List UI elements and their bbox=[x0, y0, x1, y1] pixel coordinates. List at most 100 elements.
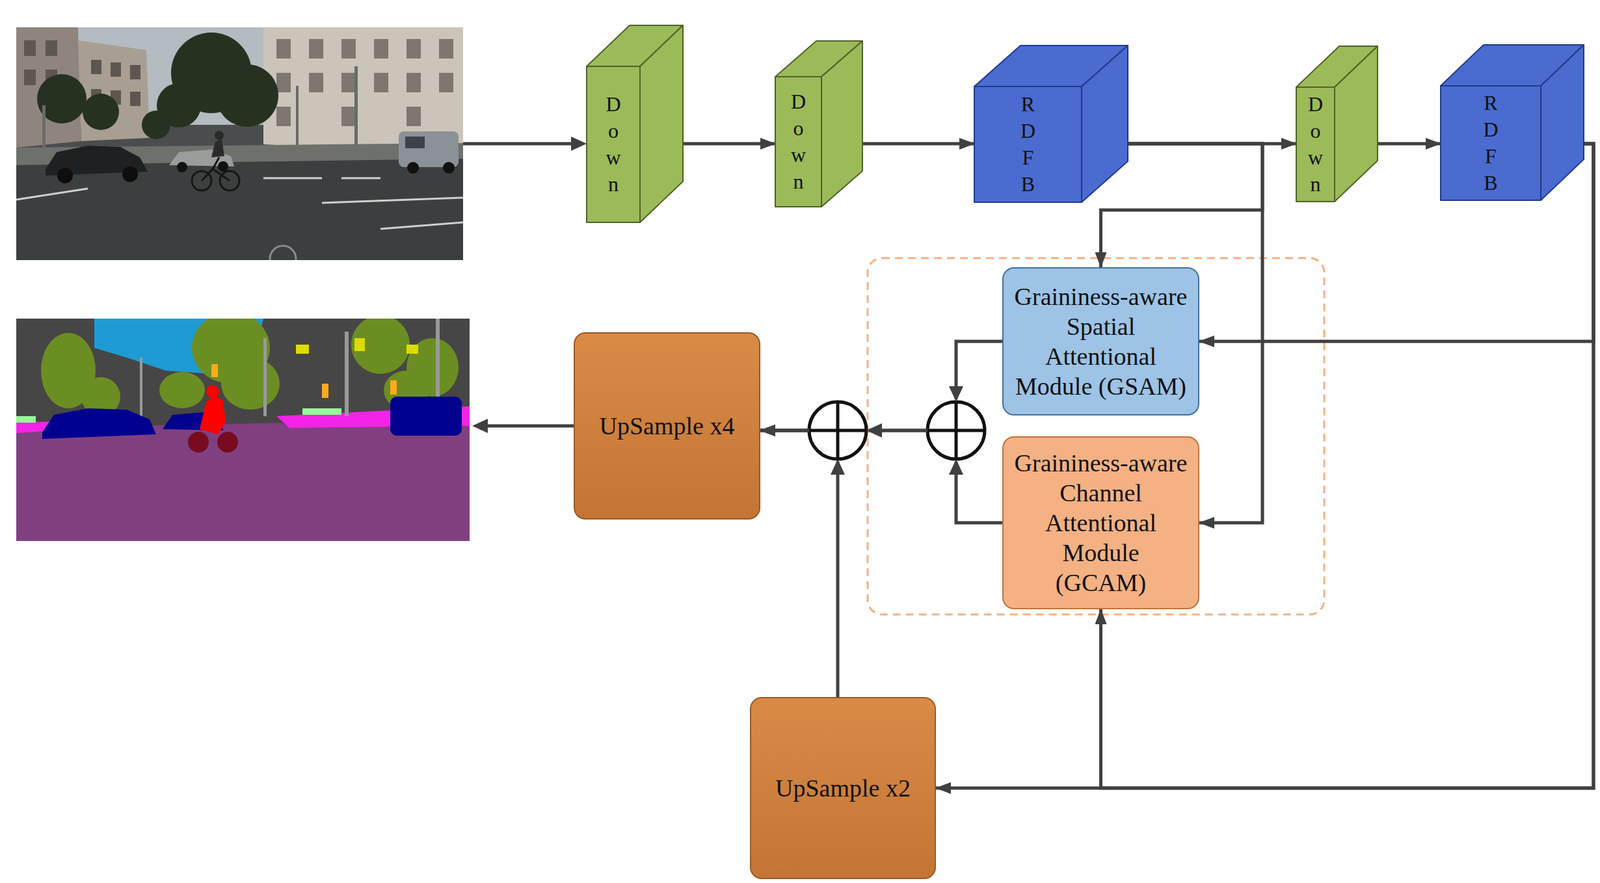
segmentation-map bbox=[321, 383, 329, 399]
input-photo bbox=[176, 161, 188, 173]
segmentation-map bbox=[217, 431, 239, 453]
block-face: Down bbox=[586, 66, 640, 223]
input-photo bbox=[16, 27, 464, 272]
arrow-connector bbox=[935, 143, 1594, 789]
cube-face bbox=[775, 76, 822, 207]
input-photo bbox=[16, 188, 88, 200]
input-photo bbox=[42, 66, 358, 158]
segmentation-map bbox=[390, 396, 462, 436]
sum-symbol bbox=[927, 401, 985, 460]
input-photo bbox=[215, 64, 279, 127]
down-block: Down bbox=[1296, 46, 1378, 202]
input-photo bbox=[308, 72, 324, 93]
input-photo bbox=[341, 106, 356, 127]
sum-symbol bbox=[954, 401, 959, 460]
input-photo bbox=[354, 66, 358, 151]
segmentation-map bbox=[263, 338, 267, 417]
cube-shape bbox=[775, 40, 863, 207]
input-photo bbox=[16, 27, 464, 261]
cube-shape bbox=[1440, 44, 1584, 201]
block-label: Down bbox=[788, 88, 810, 196]
input-photo bbox=[214, 130, 224, 140]
arrow-connector bbox=[760, 430, 1003, 523]
input-photo bbox=[295, 85, 299, 151]
down-block: Down bbox=[775, 40, 863, 207]
input-arrow bbox=[571, 136, 587, 151]
segmentation-map bbox=[187, 431, 239, 453]
input-photo bbox=[398, 131, 459, 168]
input-photo bbox=[308, 39, 324, 59]
input-photo bbox=[122, 166, 138, 183]
output-arrow bbox=[472, 418, 574, 434]
arrow-connector bbox=[862, 142, 975, 146]
block-face: RDFB bbox=[974, 86, 1082, 203]
input-photo bbox=[263, 177, 322, 180]
segmentation-map bbox=[187, 431, 209, 453]
cube-face bbox=[640, 25, 683, 223]
input-arrow bbox=[463, 142, 575, 146]
input-photo bbox=[57, 167, 73, 184]
module-label: Graininess-aware Spatial Attentional Mod… bbox=[1013, 281, 1188, 402]
cube-face bbox=[974, 86, 1082, 203]
sum-symbol bbox=[836, 401, 840, 460]
segmentation-map bbox=[211, 364, 397, 399]
segmentation-map bbox=[302, 408, 342, 415]
segmentation-map bbox=[211, 364, 218, 378]
input-photo bbox=[217, 161, 229, 172]
input-photo bbox=[16, 27, 464, 261]
input-photo bbox=[373, 72, 389, 93]
group-frame bbox=[867, 258, 1325, 615]
input-photo bbox=[78, 40, 150, 142]
input-photo bbox=[269, 245, 296, 261]
input-photo bbox=[24, 69, 36, 86]
segmentation-map bbox=[139, 357, 143, 417]
cube-face bbox=[1440, 85, 1541, 201]
rdfb-block: RDFB bbox=[1440, 44, 1584, 201]
block-label: RDFB bbox=[1480, 89, 1502, 197]
output-arrow bbox=[472, 418, 488, 434]
input-photo bbox=[276, 39, 454, 127]
input-photo bbox=[201, 157, 230, 181]
segmentation-map bbox=[354, 338, 365, 352]
cube-face bbox=[1296, 87, 1335, 202]
segmentation-map bbox=[159, 372, 205, 409]
connector-group bbox=[682, 143, 1594, 789]
arrow-connector bbox=[682, 142, 776, 146]
block-face: Down bbox=[1296, 87, 1335, 202]
cube-face bbox=[586, 66, 640, 223]
input-photo bbox=[276, 72, 291, 93]
segmentation-map bbox=[42, 408, 157, 440]
segmentation-map bbox=[16, 312, 470, 542]
down-block: Down bbox=[586, 25, 683, 223]
channel-attention-module: Graininess-aware Channel Attentional Mod… bbox=[1002, 436, 1200, 610]
input-photo bbox=[191, 157, 240, 191]
spatial-attention-module: Graininess-aware Spatial Attentional Mod… bbox=[1002, 267, 1200, 416]
input-photo bbox=[406, 39, 421, 59]
input-photo bbox=[341, 177, 381, 180]
segmentation-map bbox=[351, 318, 410, 374]
input-photo bbox=[373, 39, 389, 59]
block-label: Down bbox=[602, 91, 624, 198]
input-photo bbox=[406, 72, 421, 93]
block-face: RDFB bbox=[1440, 85, 1541, 201]
upsample-box: UpSample x4 bbox=[573, 332, 761, 520]
arrow-connector bbox=[760, 430, 838, 698]
module-label: UpSample x2 bbox=[775, 773, 911, 804]
input-photo bbox=[407, 161, 419, 174]
segmentation-map bbox=[390, 380, 397, 395]
input-photo bbox=[341, 39, 356, 59]
segmentation-map bbox=[295, 344, 309, 354]
module-label: Graininess-aware Channel Attentional Mod… bbox=[1013, 448, 1188, 598]
input-photo bbox=[321, 197, 464, 203]
block-face: Down bbox=[775, 76, 822, 207]
cube-shape bbox=[974, 45, 1128, 203]
cube-shape bbox=[1296, 46, 1378, 202]
input-photo bbox=[16, 178, 464, 229]
input-photo bbox=[45, 40, 58, 56]
input-photo bbox=[405, 136, 425, 149]
arrow-connector bbox=[1377, 142, 1441, 146]
input-photo bbox=[141, 110, 171, 140]
module-label: UpSample x4 bbox=[599, 411, 735, 441]
segmentation-map bbox=[295, 338, 419, 354]
